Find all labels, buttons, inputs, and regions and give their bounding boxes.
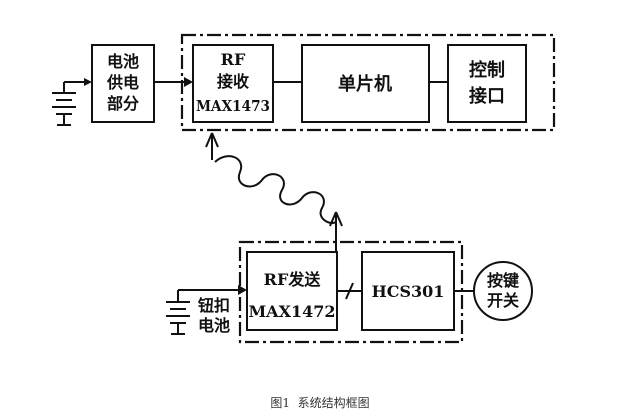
encoder-label: HCS301 (372, 282, 445, 301)
power-supply-box (91, 44, 155, 123)
rf-receiver-label-3: MAX1473 (196, 97, 270, 115)
mcu-label: 单片机 (338, 73, 392, 95)
figure-caption: 图1 系统结构框图 (270, 395, 369, 410)
power-supply-label-1: 电池 (107, 52, 139, 71)
receiver-section: 电池 供电 部分 RF 接收 MAX1473 单片机 控制 接口 (52, 33, 556, 160)
coin-battery-label-2: 电池 (198, 316, 230, 335)
key-switch-label-2: 开关 (487, 291, 519, 310)
battery-to-rftx-arrow (238, 285, 247, 295)
power-to-rf-arrow (184, 77, 193, 87)
receiver-battery-symbol (52, 81, 84, 126)
key-switch-circle (473, 261, 533, 321)
power-supply-label-3: 部分 (107, 94, 139, 113)
mcu-box (301, 44, 430, 123)
power-supply-label-2: 供电 (106, 73, 139, 92)
control-interface-label-1: 控制 (469, 59, 505, 81)
rf-wave-signal (214, 155, 337, 224)
rf-receiver-label-1: RF (221, 50, 246, 69)
control-interface-box (447, 44, 527, 123)
receiver-antenna (205, 132, 219, 160)
rf-receiver-box (192, 44, 274, 123)
transmitter-antenna (329, 211, 343, 252)
key-switch-label-1: 按键 (487, 271, 519, 290)
rf-transmitter-label-1: RF发送 (264, 270, 322, 289)
encoder-box (361, 251, 455, 331)
rf-receiver-label-2: 接收 (217, 72, 249, 91)
rf-transmitter-box (246, 251, 338, 331)
bus-slash-mark (345, 282, 354, 300)
coin-battery-symbol (166, 290, 190, 335)
battery-to-power-arrow (84, 78, 92, 86)
control-interface-label-2: 接口 (469, 85, 505, 107)
rf-transmitter-label-2: MAX1472 (248, 302, 335, 321)
transmitter-section: RF发送 MAX1472 HCS301 按键 开关 钮扣 电池 (166, 211, 533, 344)
coin-battery-label-1: 钮扣 (198, 296, 230, 315)
